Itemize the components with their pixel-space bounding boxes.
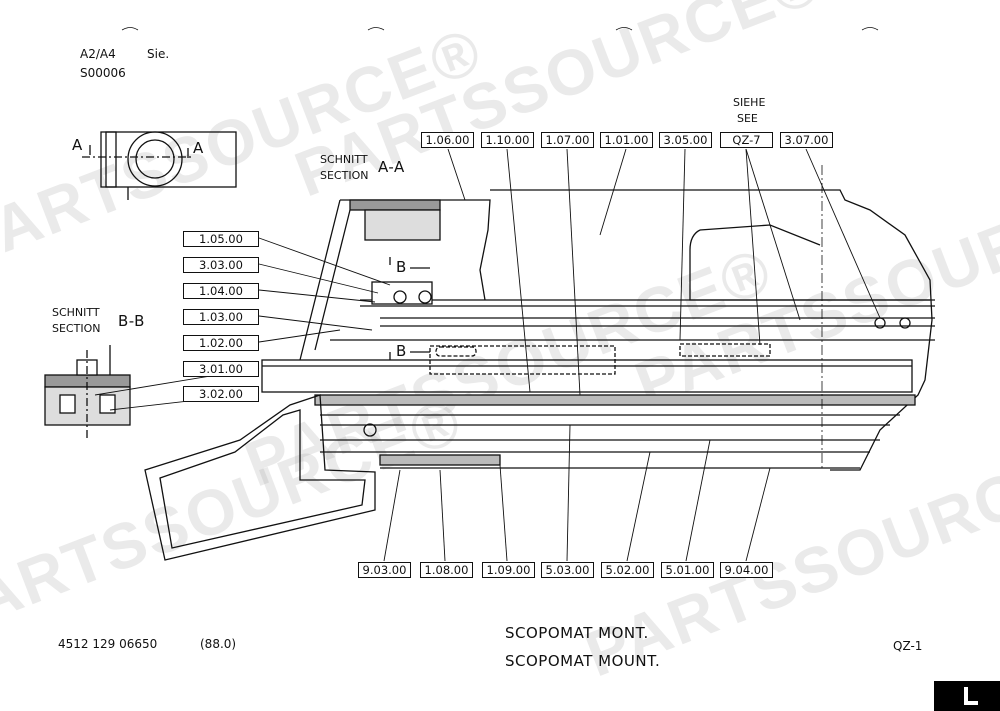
section-b-marker-top: B (396, 258, 407, 276)
format-label: A2/A4 (80, 47, 116, 61)
callout-box: 1.04.00 (183, 283, 259, 299)
section-a-marker-left: A (72, 136, 83, 154)
section-a-marker-right: A (193, 139, 204, 157)
callout-box: 1.10.00 (481, 132, 534, 148)
section-aa: SECTION (320, 169, 369, 182)
callout-box: 1.03.00 (183, 309, 259, 325)
callout-box: 1.09.00 (482, 562, 535, 578)
callout-box: 3.03.00 (183, 257, 259, 273)
callout-box: 5.02.00 (601, 562, 654, 578)
sie-label: Sie. (147, 47, 170, 61)
callout-box: 5.03.00 (541, 562, 594, 578)
callout-box: 9.03.00 (358, 562, 411, 578)
page-corner-tab (934, 681, 1000, 711)
callout-box: 5.01.00 (661, 562, 714, 578)
callout-box: 9.04.00 (720, 562, 773, 578)
schnitt-aa: SCHNITT (320, 153, 368, 166)
section-aa-label: A-A (378, 158, 405, 176)
section-b-marker-bottom: B (396, 342, 407, 360)
view-a-detail (82, 131, 237, 200)
title-de: SCOPOMAT MONT. (505, 624, 649, 642)
callout-box: 1.08.00 (420, 562, 473, 578)
callout-box: 1.07.00 (541, 132, 594, 148)
siehe-label: SIEHE (733, 96, 766, 109)
part-number: 4512 129 06650 (58, 637, 158, 651)
drawing-code: S00006 (80, 66, 126, 80)
sheet-number: QZ-1 (893, 639, 923, 653)
callout-box: 3.02.00 (183, 386, 259, 402)
section-bb-label: B-B (118, 312, 145, 330)
callout-box: 1.06.00 (421, 132, 474, 148)
schnitt-bb: SCHNITT (52, 306, 100, 319)
section-bb: SECTION (52, 322, 101, 335)
callout-box: 3.01.00 (183, 361, 259, 377)
callout-box: 1.05.00 (183, 231, 259, 247)
callout-box: 1.01.00 (600, 132, 653, 148)
see-label: SEE (737, 112, 758, 125)
revision: (88.0) (200, 637, 237, 651)
title-en: SCOPOMAT MOUNT. (505, 652, 661, 670)
callout-box: QZ-7 (720, 132, 773, 148)
section-b-b-detail (44, 345, 131, 440)
callout-box: 3.07.00 (780, 132, 833, 148)
callout-box: 3.05.00 (659, 132, 712, 148)
callout-box: 1.02.00 (183, 335, 259, 351)
